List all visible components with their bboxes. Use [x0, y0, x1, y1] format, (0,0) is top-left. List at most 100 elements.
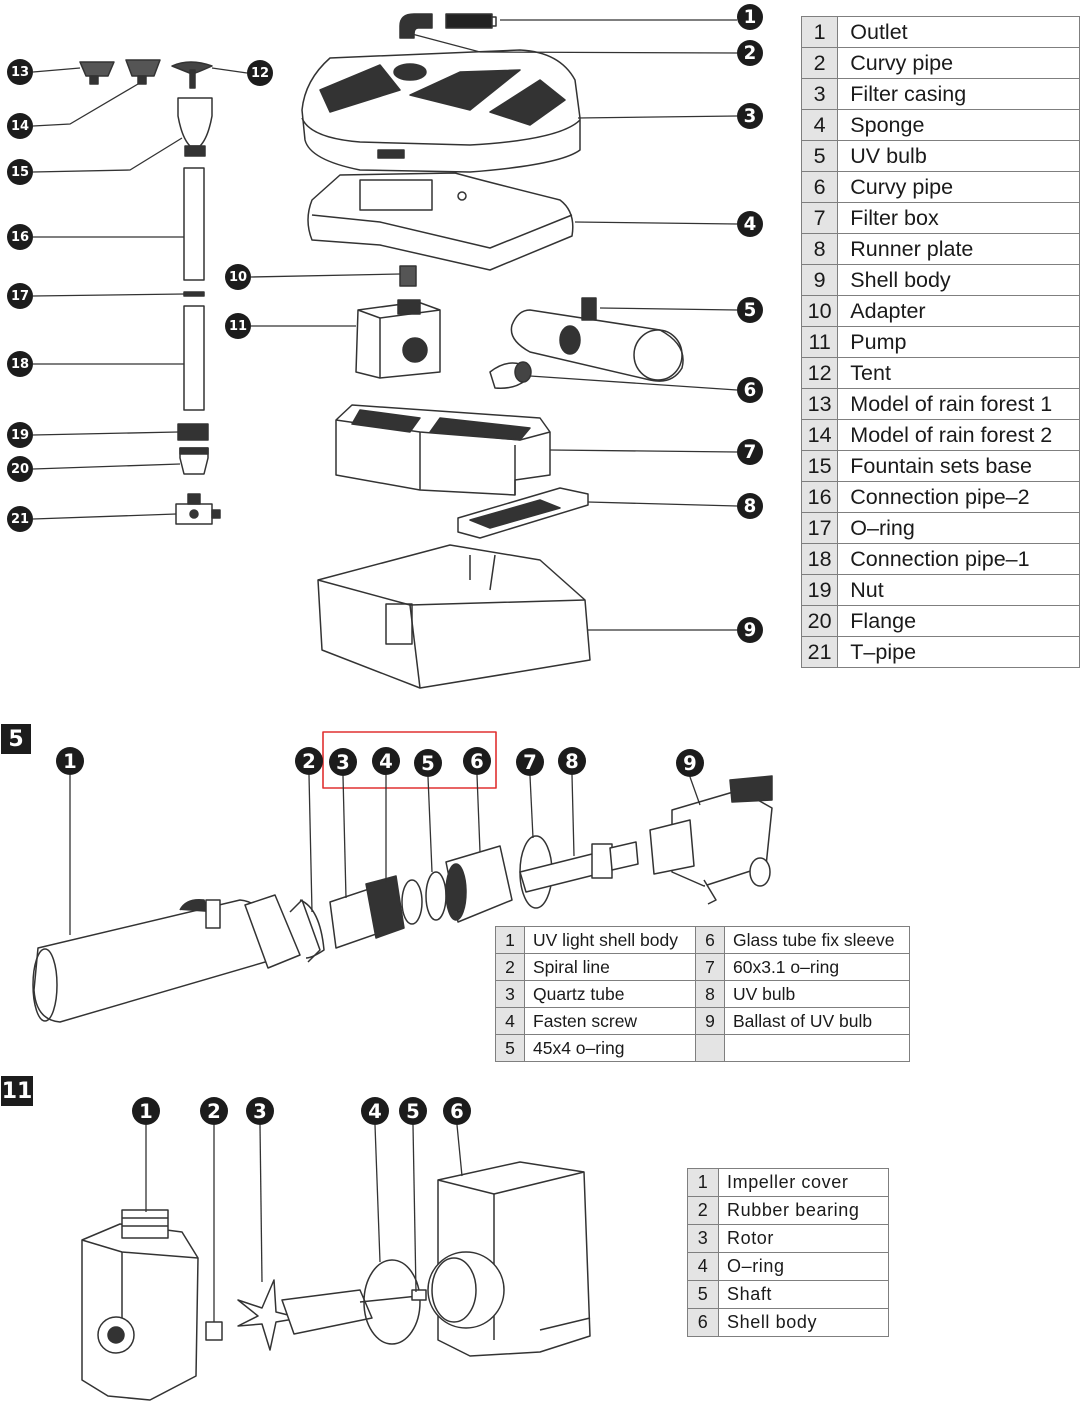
fasten-screw-part [365, 875, 423, 939]
part-number: 14 [800, 419, 839, 451]
callout-badge: 6 [463, 747, 491, 775]
shaft-part [359, 1289, 427, 1303]
callout-badge: 5 [737, 297, 763, 323]
part-number: 7 [800, 202, 839, 234]
callout-number: 2 [207, 1100, 221, 1123]
callout-badge: 9 [737, 617, 763, 643]
part-number: 17 [800, 512, 839, 544]
part-number: 6 [695, 926, 725, 954]
part-name: Adapter [837, 295, 1080, 327]
callout-badge: 2 [200, 1097, 228, 1125]
part-number: 19 [800, 574, 839, 606]
callout-badge: 19 [7, 422, 33, 448]
callout-number: 1 [139, 1100, 153, 1123]
callout-number: 5 [406, 1100, 420, 1123]
part-name: T–pipe [837, 636, 1080, 668]
callout-badge: 15 [7, 159, 33, 185]
callout-badge: 4 [361, 1097, 389, 1125]
o-ring-17-part [183, 291, 205, 297]
filter-casing-part [301, 49, 581, 173]
callout-number: 9 [744, 620, 757, 641]
callout-number: 7 [523, 751, 537, 774]
callout-badge: 2 [737, 40, 763, 66]
leader-line [374, 1124, 381, 1263]
callout-badge: 3 [737, 103, 763, 129]
part-name: 45x4 o–ring [524, 1034, 696, 1062]
leader-line [689, 776, 701, 806]
leader-line [574, 221, 738, 225]
leader-line [427, 776, 433, 873]
part-name: Filter casing [837, 78, 1080, 110]
sponge-part [307, 172, 574, 271]
rubber-bearing-part [205, 1321, 223, 1341]
callout-number: 1 [63, 750, 77, 773]
callout-badge: 8 [737, 493, 763, 519]
leader-line [599, 307, 738, 311]
part-name: Curvy pipe [837, 171, 1080, 203]
callout-number: 18 [11, 357, 29, 372]
callout-number: 6 [470, 750, 484, 773]
part-number: 7 [695, 953, 725, 981]
callout-badge: 18 [7, 351, 33, 377]
rotor-part [237, 1279, 373, 1351]
part-name: Runner plate [837, 233, 1080, 265]
callout-badge: 20 [7, 456, 33, 482]
callout-badge: 17 [7, 283, 33, 309]
uv-shell-body-part [32, 894, 301, 1023]
part-number: 1 [495, 926, 525, 954]
spiral-line-part [289, 899, 325, 963]
callout-badge: 8 [558, 747, 586, 775]
part-name: Spiral line [524, 953, 696, 981]
leader-line [32, 463, 181, 470]
tent-part [171, 61, 213, 89]
part-name: UV light shell body [524, 926, 696, 954]
part-name: Model of rain forest 1 [837, 388, 1080, 420]
callout-badge: 7 [737, 439, 763, 465]
part-name: Pump [837, 326, 1080, 358]
part-name: Glass tube fix sleeve [724, 926, 910, 954]
leader-line [476, 774, 481, 853]
pump-shell-body-part [427, 1161, 591, 1357]
part-name: Filter box [837, 202, 1080, 234]
outlet-part [399, 13, 497, 39]
leader-line [32, 293, 185, 297]
part-name: O–ring [837, 512, 1080, 544]
part-name: Ballast of UV bulb [724, 1007, 910, 1035]
part-number: 3 [495, 980, 525, 1008]
part-name: Sponge [837, 109, 1080, 141]
part-number: 21 [800, 636, 839, 668]
filter-box-part [335, 404, 551, 496]
callout-number: 3 [744, 106, 757, 127]
part-number: 8 [695, 980, 725, 1008]
callout-number: 4 [379, 750, 393, 773]
leader-line [456, 1124, 463, 1177]
callout-badge: 14 [7, 113, 33, 139]
callout-number: 21 [11, 512, 29, 527]
part-name: Model of rain forest 2 [837, 419, 1080, 451]
part-number: 3 [800, 78, 839, 110]
callout-number: 1 [744, 7, 757, 28]
part-number: 5 [800, 140, 839, 172]
part-name: Flange [837, 605, 1080, 637]
rain-forest-1-part [79, 61, 115, 85]
callout-badge: 10 [225, 264, 251, 290]
callout-badge: 2 [295, 747, 323, 775]
o-ring-45-part [425, 871, 447, 921]
part-number: 12 [800, 357, 839, 389]
part-name: O–ring [718, 1252, 889, 1281]
